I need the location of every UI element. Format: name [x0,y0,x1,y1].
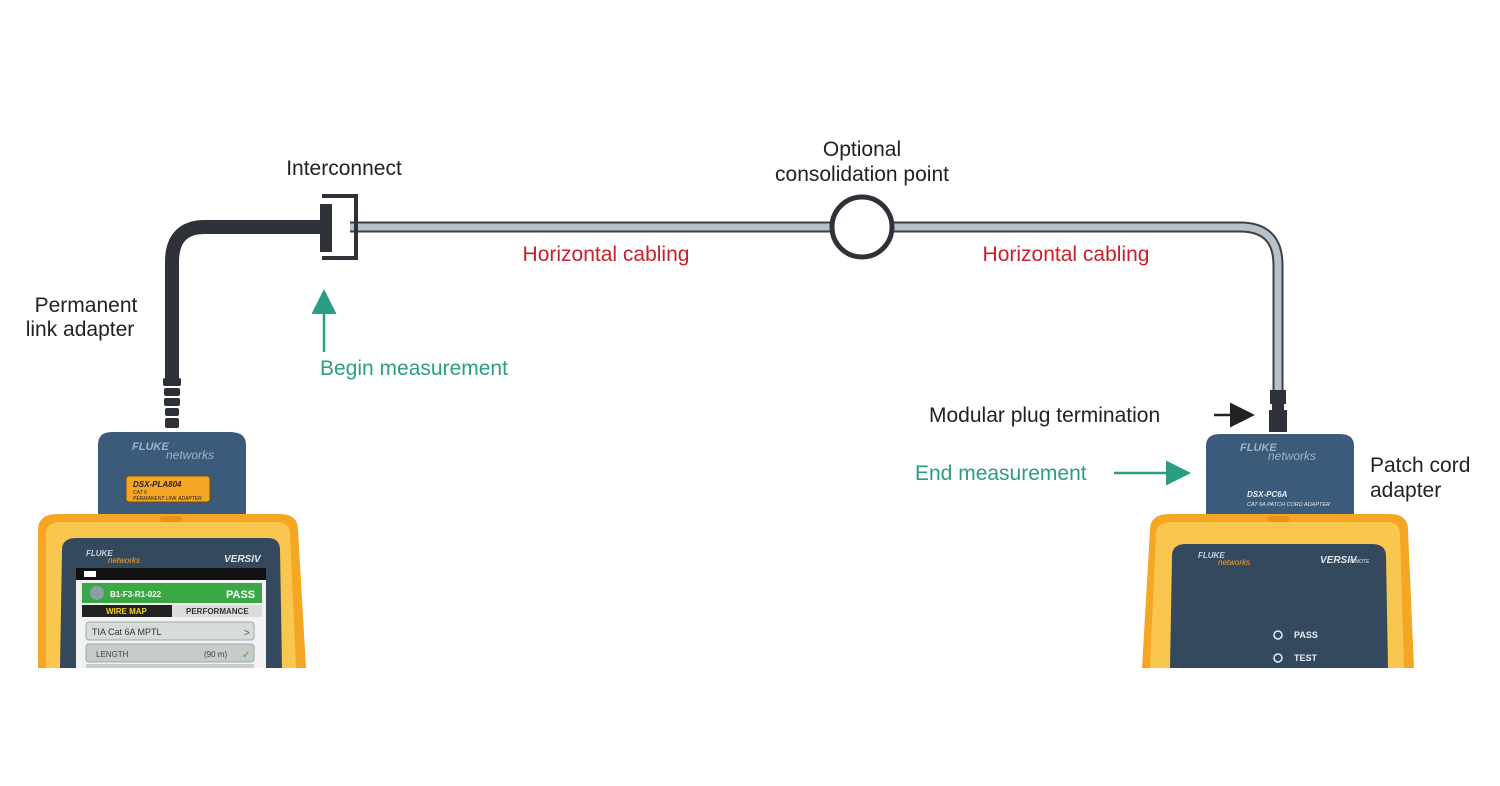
left-device-product: VERSIV [224,554,262,565]
permanent-link-label-line1: Permanent [35,294,138,317]
left-adapter-model: DSX-PLA804 [133,480,182,489]
horizontal-cabling-right-label: Horizontal cabling [983,243,1150,266]
battery-icon [84,571,96,577]
tab-performance-label: PERFORMANCE [186,607,249,616]
interconnect-bracket [320,194,358,260]
left-adapter-sub1: CAT 6 [133,490,147,496]
tab-wire-map[interactable] [82,605,172,617]
right-adapter-brand-bottom: networks [1268,449,1316,463]
right-device-brand-bottom: networks [1218,558,1250,567]
right-device-product: VERSIV [1320,555,1358,566]
left-device-brand-top: FLUKE [86,549,113,558]
horizontal-cable [350,221,1284,395]
end-measurement-label: End measurement [915,462,1087,485]
cable-id: B1-F3-R1-022 [110,590,162,599]
cable-id-icon [90,586,104,600]
left-device-brand-bottom: networks [108,556,140,565]
right-adapter-sub: CAT 6A PATCH CORD ADAPTER [1247,502,1330,508]
check-icon: ✓ [242,650,250,661]
test-led-label: TEST [1294,653,1318,663]
left-adapter-brand-bottom: networks [166,448,214,462]
length-label: LENGTH [96,650,129,659]
optional-label-line1: Optional [823,138,901,161]
length-value: (90 m) [204,650,227,659]
pass-led-label: PASS [1294,630,1318,640]
patch-cord-label-line1: Patch cord [1370,454,1470,477]
interconnect-label: Interconnect [286,157,402,180]
permanent-link-cable [163,220,328,428]
limit-row[interactable] [85,621,255,641]
right-device-brand-top: FLUKE [1198,551,1225,560]
result-pass: PASS [226,589,255,601]
optional-label-line2: consolidation point [775,163,949,186]
right-adapter-model: DSX-PC6A [1247,490,1288,499]
length-row[interactable] [85,643,255,663]
permanent-link-label-line2: link adapter [26,318,135,341]
limit-label: TIA Cat 6A MPTL [92,627,162,637]
test-led-icon [1273,653,1283,663]
patch-cord-label-line2: adapter [1370,479,1441,502]
tab-performance[interactable] [172,605,262,617]
right-remote-device: FLUKE networks DSX-PC6A CAT 6A PATCH COR… [1142,434,1414,668]
pass-led-icon [1273,630,1283,640]
tab-wire-map-label: WIRE MAP [106,607,148,616]
modular-plug [1269,390,1287,432]
left-tester-device: FLUKE networks DSX-PLA804 CAT 6 PERMANEN… [38,432,306,668]
begin-measurement-label: Begin measurement [320,357,508,380]
consolidation-point-circle [829,194,895,260]
chevron-right-icon: > [244,628,250,639]
right-adapter-brand-top: FLUKE [1240,442,1277,454]
horizontal-cabling-left-label: Horizontal cabling [523,243,690,266]
modular-plug-label: Modular plug termination [929,404,1160,427]
left-adapter-brand-top: FLUKE [132,441,169,453]
right-device-product-suffix: REMOTE [1348,559,1370,565]
result-bar [82,583,262,603]
left-adapter-sub2: PERMANENT LINK ADAPTER [133,496,202,502]
